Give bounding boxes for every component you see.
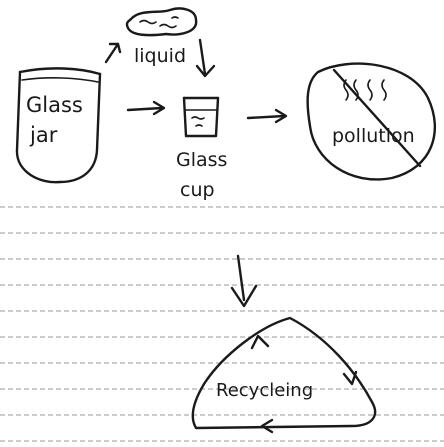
liquid-to-cup-arrow bbox=[195, 38, 216, 78]
liquid-label: liquid bbox=[134, 45, 186, 67]
notebook-ruled-lines bbox=[0, 206, 444, 442]
glass-jar-label-line2: jar bbox=[29, 123, 58, 147]
down-arrow-to-recycling bbox=[230, 254, 258, 308]
glass-cup-label-line1: Glass bbox=[176, 149, 227, 171]
recycling-loop-arrows-icon bbox=[191, 316, 377, 434]
glass-cup-label-line2: cup bbox=[180, 179, 215, 201]
glass-jar-icon bbox=[15, 67, 102, 184]
glass-jar-label-line1: Glass bbox=[26, 93, 83, 117]
cup-to-pollution-arrow bbox=[246, 108, 288, 124]
recycling-label: Recycleing bbox=[216, 380, 313, 401]
pollution-label: pollution bbox=[332, 125, 415, 147]
puddle-icon bbox=[125, 7, 198, 37]
jar-to-cup-arrow bbox=[126, 100, 166, 116]
jar-to-liquid-arrow bbox=[104, 42, 122, 64]
cup-icon bbox=[182, 96, 220, 138]
crossed-out-smoke-icon bbox=[306, 62, 437, 181]
